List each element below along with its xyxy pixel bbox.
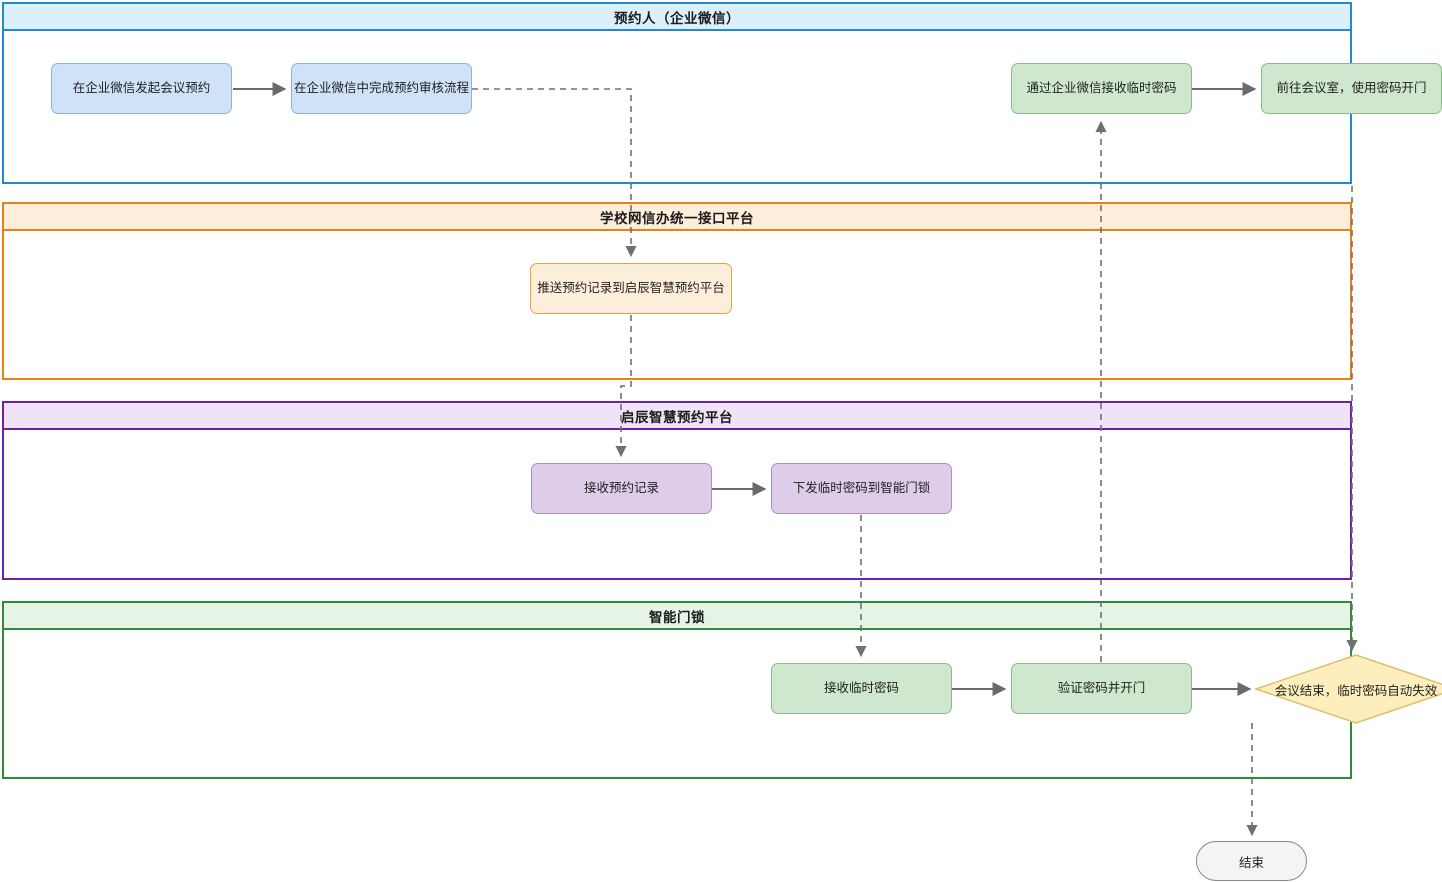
node-go-to-room-open-door[interactable]: 前往会议室，使用密码开门 (1261, 63, 1442, 114)
swimlane-label-reserver: 预约人（企业微信） (614, 10, 740, 26)
swimlane-label-qichen-platform: 启辰智慧预约平台 (621, 409, 733, 425)
swimlane-header-qichen-platform: 启辰智慧预约平台 (4, 403, 1350, 430)
node-push-reservation-record[interactable]: 推送预约记录到启辰智慧预约平台 (530, 263, 732, 314)
node-meeting-end-password-expire[interactable]: 会议结束，临时密码自动失效 (1253, 654, 1442, 724)
node-label: 推送预约记录到启辰智慧预约平台 (537, 280, 725, 295)
swimlane-school-platform (2, 202, 1352, 380)
node-complete-approval[interactable]: 在企业微信中完成预约审核流程 (291, 63, 472, 114)
node-label: 在企业微信中完成预约审核流程 (293, 80, 469, 95)
node-lock-receive-temp-password[interactable]: 接收临时密码 (771, 663, 952, 714)
node-label: 结束 (1238, 855, 1264, 870)
node-label: 在企业微信发起会议预约 (72, 80, 211, 95)
node-receive-temp-password-wecom[interactable]: 通过企业微信接收临时密码 (1011, 63, 1192, 114)
swimlane-header-smart-lock: 智能门锁 (4, 603, 1350, 630)
swimlane-label-school-platform: 学校网信办统一接口平台 (600, 210, 754, 226)
node-end-terminator[interactable]: 结束 (1196, 841, 1307, 881)
node-verify-password-open-door[interactable]: 验证密码并开门 (1011, 663, 1192, 714)
node-label: 下发临时密码到智能门锁 (792, 480, 931, 495)
node-initiate-reservation[interactable]: 在企业微信发起会议预约 (51, 63, 232, 114)
swimlane-header-reserver: 预约人（企业微信） (4, 4, 1350, 31)
node-label: 通过企业微信接收临时密码 (1026, 80, 1177, 95)
node-label: 验证密码并开门 (1057, 680, 1146, 695)
swimlane-qichen-platform (2, 401, 1352, 580)
node-label: 接收临时密码 (823, 680, 899, 695)
node-label: 前往会议室，使用密码开门 (1276, 80, 1427, 95)
swimlane-label-smart-lock: 智能门锁 (649, 609, 705, 625)
decision-shape (1253, 654, 1442, 724)
node-label: 接收预约记录 (583, 480, 659, 495)
node-issue-temp-password-to-lock[interactable]: 下发临时密码到智能门锁 (771, 463, 952, 514)
node-receive-reservation-record[interactable]: 接收预约记录 (531, 463, 712, 514)
swimlane-header-school-platform: 学校网信办统一接口平台 (4, 204, 1350, 231)
